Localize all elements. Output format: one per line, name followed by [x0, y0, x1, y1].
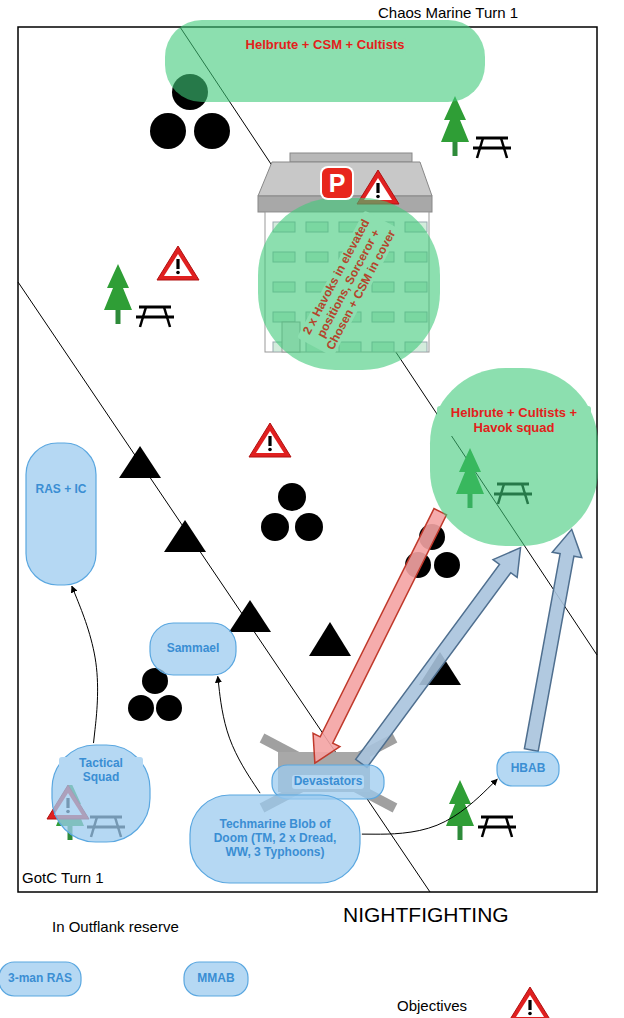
unit-blob — [272, 765, 384, 799]
unit-label: Techmarine Blob of Doom (TM, 2 x Dread, … — [211, 818, 340, 859]
blob-shape — [190, 795, 360, 883]
condition-label: NIGHTFIGHTING — [343, 903, 509, 927]
charge-arrow — [313, 509, 446, 764]
blob-shape — [0, 962, 81, 996]
blob-shape — [184, 962, 248, 996]
reserve-unit: 3-man RAS — [0, 962, 81, 996]
unit-label: Helbrute + Cultists + Havok squad — [437, 406, 591, 436]
reserve-heading: In Outflank reserve — [52, 918, 179, 935]
objective-marker — [47, 170, 399, 819]
legend-symbol — [507, 986, 553, 1018]
blob-shape — [497, 752, 559, 786]
unit-label: 2 x Havoks in elevated positions, Sorcer… — [297, 211, 401, 358]
friendly-unit-zone: Tactical Squad — [52, 745, 150, 842]
blob-shape — [165, 20, 485, 102]
building — [258, 153, 432, 352]
enemy-unit-zone: Helbrute + Cultists + Havok squad — [430, 368, 598, 546]
unit-blob — [150, 623, 236, 675]
friendly-unit-zone: Sammael — [150, 623, 236, 675]
unit-label: 3-man RAS — [6, 972, 74, 986]
move-arrow — [72, 586, 98, 743]
unit-blob — [184, 962, 248, 996]
wood-terrain — [56, 96, 532, 840]
turn-label: Chaos Marine Turn 1 — [378, 4, 518, 21]
unit-blob — [52, 745, 150, 842]
blob-shape — [272, 765, 384, 799]
unit-label: Devastators — [292, 775, 365, 789]
unit-label: Helbrute + CSM + Cultists — [244, 38, 407, 53]
friendly-unit-zone: RAS + IC — [26, 443, 96, 585]
fire-arrow — [356, 548, 521, 768]
unit-label: Sammael — [165, 642, 222, 656]
crater-cluster — [128, 74, 460, 721]
unit-blob — [190, 795, 360, 883]
unit-blob — [497, 752, 559, 786]
unit-blob — [26, 443, 96, 585]
deployment-line — [180, 27, 597, 655]
parking-sign: P — [322, 168, 352, 198]
unit-blob — [0, 962, 81, 996]
blob-shape — [26, 443, 96, 585]
turn-label: GotC Turn 1 — [22, 869, 104, 886]
friendly-unit-zone: Techmarine Blob of Doom (TM, 2 x Dread, … — [190, 795, 360, 883]
unit-blob — [165, 20, 485, 102]
unit-blob — [430, 368, 598, 546]
enemy-unit-zone: Helbrute + CSM + Cultists — [165, 20, 485, 102]
friendly-unit-zone: Devastators — [272, 765, 384, 799]
blob-shape — [430, 368, 598, 546]
fire-arrow — [524, 529, 581, 751]
legend-item: Objectives — [397, 986, 553, 1018]
table-border — [18, 27, 597, 892]
unit-label: MMAB — [195, 972, 236, 986]
unit-label: RAS + IC — [33, 483, 88, 497]
reserve-unit: MMAB — [184, 962, 248, 996]
blob-shape — [52, 745, 150, 842]
blob-shape — [258, 198, 440, 370]
friendly-unit-zone: HBAB — [497, 752, 559, 786]
unit-label: HBAB — [509, 762, 548, 776]
unit-blob — [258, 198, 440, 370]
move-arrow — [362, 779, 497, 834]
unit-label: Tactical Squad — [59, 757, 143, 785]
legend-text: Objectives — [397, 997, 467, 1014]
deployment-line — [18, 282, 430, 892]
enemy-unit-zone: 2 x Havoks in elevated positions, Sorcer… — [258, 198, 440, 370]
move-arrow — [218, 676, 260, 793]
blob-shape — [150, 623, 236, 675]
